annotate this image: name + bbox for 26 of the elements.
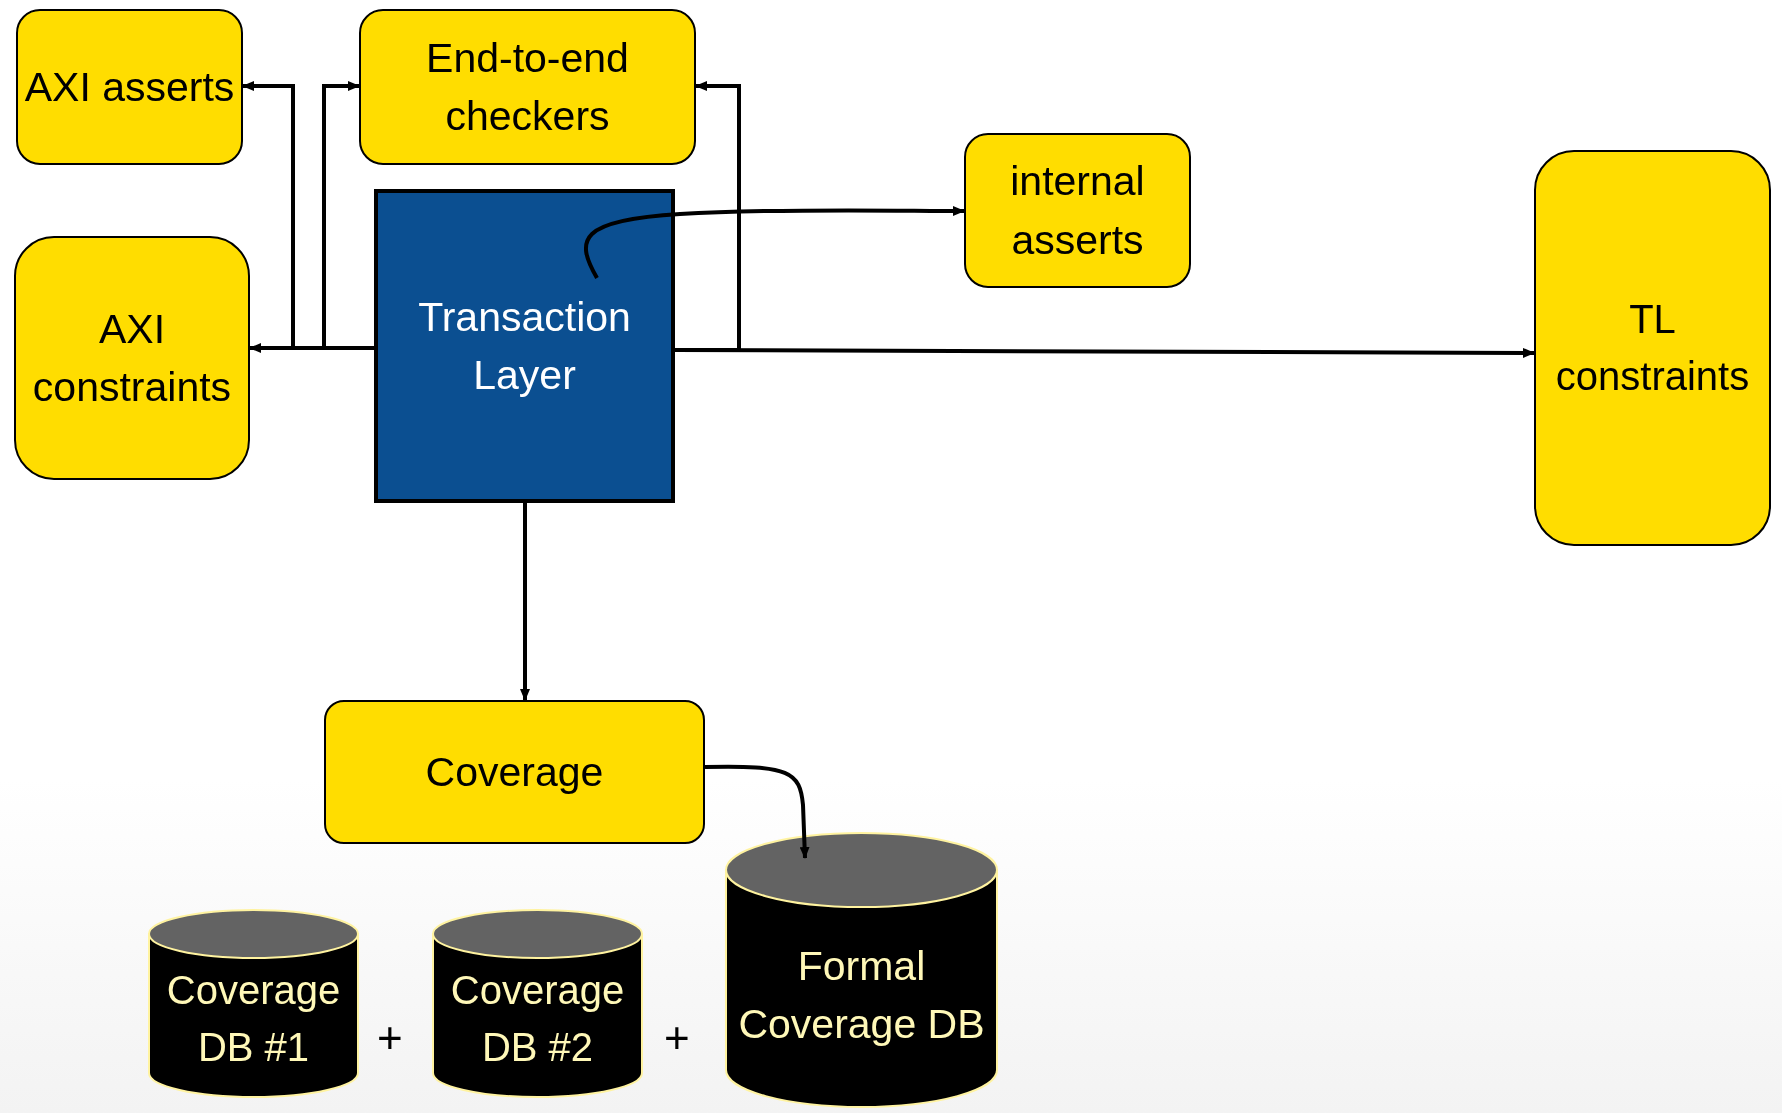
node-label: AXI asserts	[23, 62, 236, 112]
arrow	[520, 503, 530, 701]
process-box	[1534, 150, 1771, 546]
process-box	[964, 133, 1191, 288]
arrow	[584, 205, 965, 279]
database-cylinder	[432, 909, 643, 1098]
node-label: Coverage DB #2	[449, 966, 626, 1071]
node-label: TL constraints	[1554, 296, 1751, 400]
node-label: Formal Coverage DB	[737, 941, 986, 1049]
plus-sign: +	[664, 1016, 690, 1060]
process-box	[14, 236, 250, 480]
arrow	[322, 81, 374, 350]
node-label: AXI constraints	[31, 304, 233, 412]
process-box	[359, 9, 696, 165]
database-cylinder	[725, 832, 998, 1108]
process-box	[16, 9, 243, 165]
transaction-layer-box	[374, 189, 675, 503]
node-label: Transaction Layer	[417, 292, 632, 400]
node-label: End-to-end checkers	[425, 33, 630, 141]
plus-sign: +	[377, 1016, 403, 1060]
node-label: Coverage DB #1	[165, 966, 342, 1071]
node-label: Coverage	[424, 747, 605, 797]
arrow	[704, 764, 810, 859]
database-cylinder	[148, 909, 359, 1098]
process-box	[324, 700, 705, 844]
node-label: internal asserts	[1009, 157, 1146, 265]
